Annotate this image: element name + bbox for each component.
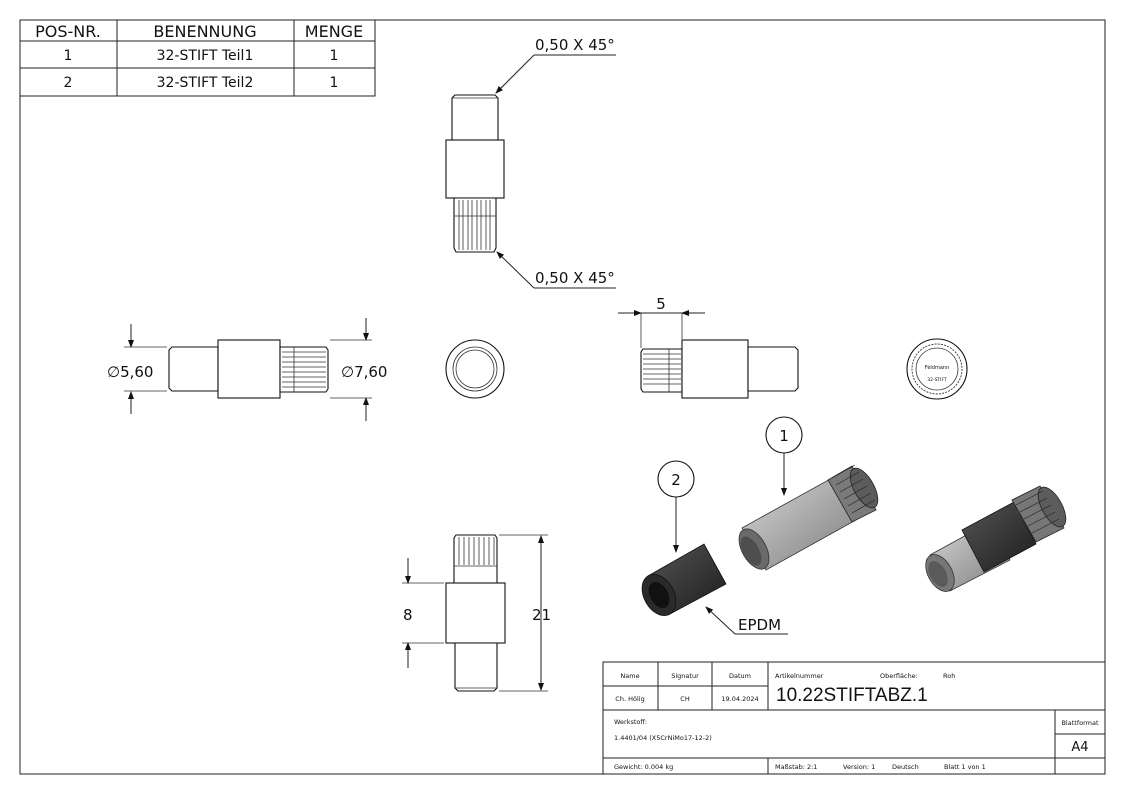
tb-scale: Maßstab: 2:1 — [775, 763, 817, 771]
view-bottom-vertical: 8 21 — [402, 534, 551, 692]
stamp-text-part: 32-STIFT — [927, 377, 947, 383]
tb-sheet: Blatt 1 von 1 — [944, 763, 986, 771]
iso-exploded-view — [641, 464, 1067, 616]
chamfer-bottom-label: 0,50 X 45° — [535, 269, 615, 287]
balloon-2: 2 — [657, 460, 695, 553]
tb-date: 19.04.2024 — [721, 695, 758, 703]
title-block: Name Signatur Datum Ch. Hölig CH 19.04.2… — [602, 661, 1106, 775]
tb-signature-label: Signatur — [671, 672, 699, 680]
tb-material: 1.4401/04 (X5CrNiMo17-12-2) — [614, 734, 712, 742]
material-callout: EPDM — [705, 606, 788, 635]
tb-name-label: Name — [620, 672, 639, 680]
tb-version: Version: 1 — [843, 763, 875, 771]
bom-row-1-qty: 1 — [330, 48, 339, 64]
tb-format-label: Blattformat — [1061, 719, 1098, 727]
bom-header-name: BENENNUNG — [153, 22, 256, 41]
bom-row-2-pos: 2 — [64, 75, 73, 91]
tb-article-number: 10.22STIFTABZ.1 — [776, 685, 928, 706]
tb-date-label: Datum — [729, 672, 751, 680]
bom-row-2-name: 32-STIFT Teil2 — [157, 75, 254, 91]
stamp-text-brand: Feldmann — [925, 365, 950, 371]
balloon-1: 1 — [765, 416, 803, 496]
dim-knurl-length: 5 — [656, 295, 666, 313]
bom-row-1-pos: 1 — [64, 48, 73, 64]
tb-format: A4 — [1071, 740, 1088, 755]
dim-dia-large: ∅7,60 — [341, 363, 387, 381]
bom-row-1-name: 32-STIFT Teil1 — [157, 48, 254, 64]
svg-text:2: 2 — [671, 471, 681, 489]
material-callout-label: EPDM — [738, 616, 781, 634]
dim-sleeve-length: 8 — [403, 606, 413, 624]
dim-total-length: 21 — [532, 606, 551, 624]
bom-header-qty: MENGE — [305, 22, 363, 41]
view-end-stamp: Feldmann 32-STIFT — [906, 338, 968, 400]
tb-weight: Gewicht: 0.004 kg — [614, 763, 673, 771]
bom-table: POS-NR. BENENNUNG MENGE 1 32-STIFT Teil1… — [19, 19, 376, 97]
tb-article-label: Artikelnummer — [775, 672, 824, 680]
view-end-ring — [445, 339, 505, 399]
tb-signature: CH — [680, 695, 690, 703]
dim-dia-small: ∅5,60 — [107, 363, 153, 381]
view-side-horizontal: 5 — [618, 295, 799, 399]
tb-name: Ch. Hölig — [615, 695, 644, 703]
chamfer-top-label: 0,50 X 45° — [535, 36, 615, 54]
bom-header-pos: POS-NR. — [35, 22, 101, 41]
tb-material-label: Werkstoff: — [614, 718, 647, 726]
view-top-vertical: 0,50 X 45° 0,50 X 45° — [445, 36, 616, 289]
bom-row-2-qty: 1 — [330, 75, 339, 91]
tb-surface-label: Oberfläche: — [880, 672, 918, 680]
view-front-horizontal: ∅5,60 ∅7,60 — [107, 318, 387, 421]
tb-language: Deutsch — [892, 763, 919, 771]
tb-surface: Roh — [943, 672, 955, 680]
svg-text:1: 1 — [779, 427, 789, 445]
drawing-frame — [19, 19, 1106, 775]
